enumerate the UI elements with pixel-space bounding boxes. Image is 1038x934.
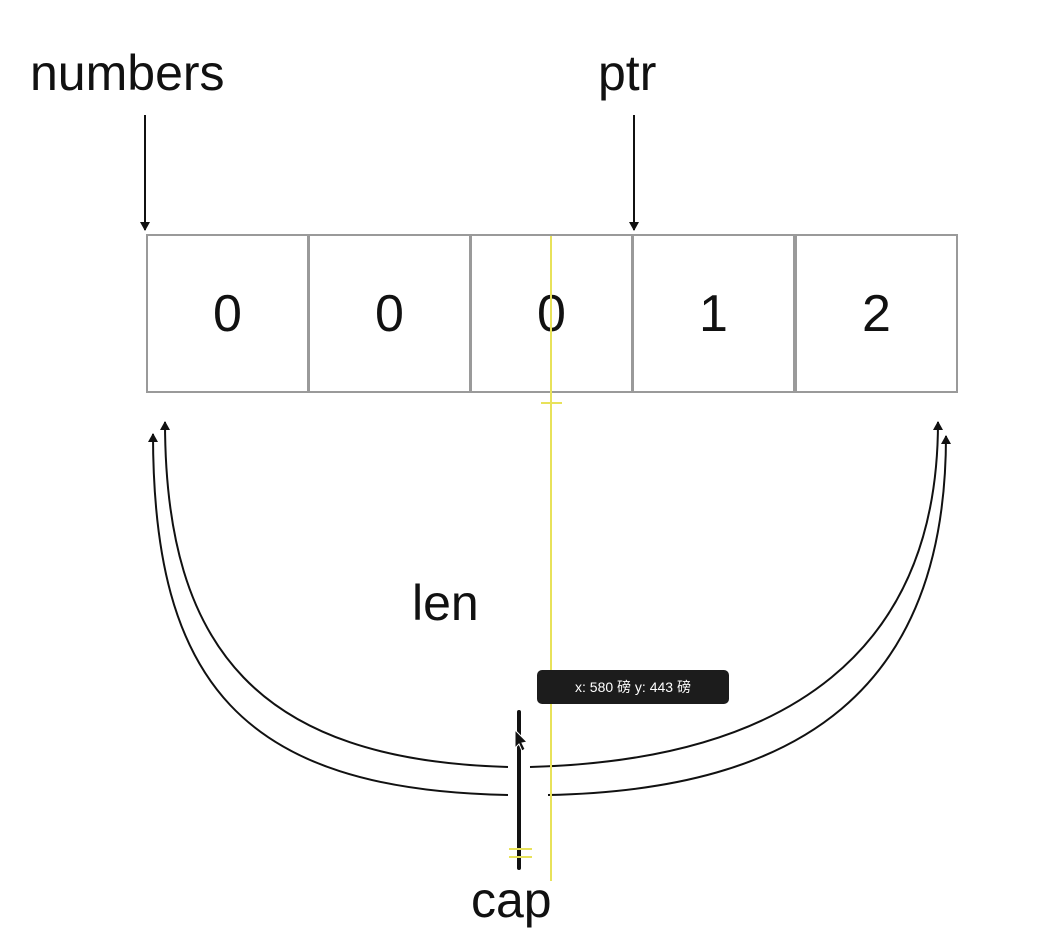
mouse-cursor-icon xyxy=(514,728,529,752)
array-cell-4: 2 xyxy=(795,234,958,393)
coordinate-tooltip: x: 580 磅 y: 443 磅 xyxy=(537,670,729,704)
array-cell-0: 0 xyxy=(146,234,309,393)
len-arc-left xyxy=(160,421,509,768)
alignment-guide-line xyxy=(550,236,552,881)
numbers-label: numbers xyxy=(30,45,225,101)
cap-label: cap xyxy=(471,872,552,928)
cap-arc-left xyxy=(148,433,509,796)
array-cell-3: 1 xyxy=(632,234,795,393)
ptr-label: ptr xyxy=(598,45,657,101)
len-arc-right xyxy=(529,421,943,768)
cap-arc-right xyxy=(547,435,951,796)
len-label: len xyxy=(412,575,479,631)
array-cell-1: 0 xyxy=(308,234,471,393)
